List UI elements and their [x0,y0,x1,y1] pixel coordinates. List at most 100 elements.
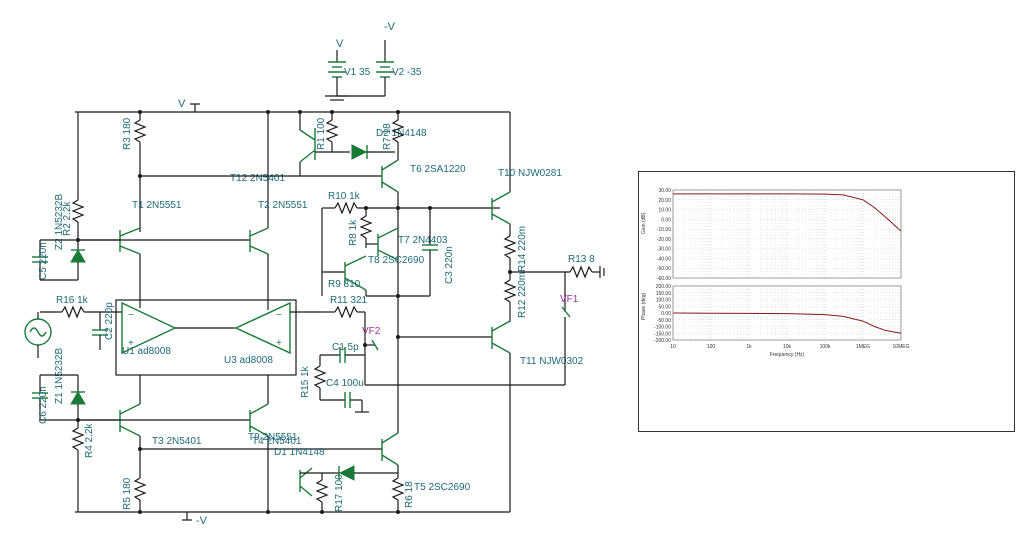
positive-rail [75,103,510,113]
c4-label: C4 100u [326,378,364,389]
r11-label: R11 321 [330,295,368,306]
t3-label: T3 2N5401 [152,436,202,447]
r2-label: R2 2.2k [62,201,73,236]
phase-tick-label: 0.00 [661,311,671,317]
d2-label: D2 1N4148 [376,128,427,139]
resistor-r2 [71,112,85,240]
gain-tick-labels: 30.0020.0010.000.00-10.00-20.00-30.00-40… [657,188,671,282]
t5-label: T5 2SC2690 [414,482,471,493]
r15-label: R15 1k [300,365,311,398]
transistor-t5 [381,300,399,478]
gain-tick-label: 0.00 [661,217,671,223]
d1-label: D1 1N4148 [274,447,325,458]
r10-label: R10 1k [328,191,361,202]
gain-panel: Gain (dB) 30.0020.0010.000.00-10.00-20.0… [641,188,902,282]
gain-tick-label: -30.00 [657,247,671,253]
v2-rail-label: -V [384,21,396,33]
resistor-r11 [320,305,365,319]
battery-v2-symbol [337,40,394,97]
t6-label: T6 2SA1220 [410,164,466,175]
resistor-r1 [325,112,339,152]
c3-label: C3 220n [444,246,455,284]
rail-label-v: V [178,98,186,110]
resistor-r4 [71,420,85,512]
t10-label: T10 NJW0281 [498,168,562,179]
x-tick-label: 10k [783,344,792,350]
r17-label: R17 100 [334,474,345,512]
t7-label: T7 2N4403 [398,235,448,246]
u1-label: U1 ad8008 [122,346,171,357]
junction-dots [76,110,512,514]
gain-tick-label: -50.00 [657,266,671,272]
phase-tick-label: -200.00 [654,338,671,344]
r12-label: R12 220m [517,272,528,318]
x-tick-label: 10MEG [893,344,910,350]
capacitor-c2 [92,312,108,350]
t4-label: T4 2N5401 [252,436,302,447]
phase-tick-label: -150.00 [654,331,671,337]
feedback-network [115,299,297,376]
phase-tick-label: 50.00 [658,304,671,310]
opamp-u1: − + [121,301,236,355]
gain-axis-label: Gain (dB) [641,212,647,234]
resistor-r6 [391,477,405,512]
phase-tick-label: 200.00 [656,284,672,290]
r14-label: R14 220m [517,226,528,272]
capacitor-c1 [320,312,366,385]
r7-label: R7 18 [382,123,393,150]
t2-label: T2 2N5551 [258,200,308,211]
gain-tick-label: 10.00 [658,208,671,214]
z2-label: Z2 1N5232B [54,194,65,250]
x-tick-label: 1k [746,344,752,350]
phase-tick-label: -100.00 [654,325,671,331]
vf1-label: VF1 [560,294,579,305]
vf2-label: VF2 [362,326,381,337]
z1-label: Z1 1N5232B [54,348,65,404]
x-tick-label: 100 [707,344,716,350]
resistor-r12 [503,272,517,322]
rail-label-neg-v: -V [196,515,208,527]
diode-d2 [351,144,395,160]
r16-label: R16 1k [56,295,89,306]
gain-tick-label: -20.00 [657,237,671,243]
v2-label: V2 -35 [392,67,422,78]
resistor-r14 [503,235,517,272]
v1-label: V1 35 [344,67,371,78]
resistor-r15 [313,355,345,401]
x-tick-label: 100k [820,344,831,350]
phase-tick-labels: 200.00150.00100.0050.000.00-50.00-100.00… [654,284,671,344]
c5-label: C5 220n [38,242,49,280]
transistor-t12 [299,112,350,176]
r6-label: R6 18 [404,481,415,508]
gain-tick-label: 30.00 [658,188,671,194]
phase-tick-label: 150.00 [656,291,672,297]
phase-grid [672,285,901,341]
negative-rail [75,511,510,521]
c6-label: C6 220n [38,386,49,424]
r3-label: R3 180 [122,117,133,150]
resistor-r8 [359,208,373,248]
r8-label: R8 1k [348,219,359,246]
resistor-r13 [510,265,605,279]
x-tick-label: 1MEG [856,344,870,350]
r1-label: R1 100 [316,117,327,150]
zener-z2 [60,240,86,281]
ac-source-icon [24,312,52,358]
gain-tick-label: -60.00 [657,276,671,282]
opamp-u3: − + [234,301,320,355]
transistor-t2 [78,112,269,310]
feedback-return [365,317,566,386]
gain-grid [672,189,901,279]
c1-label: C1 5p [332,342,359,353]
transistor-t7 [366,227,399,261]
resistor-r17 [315,473,329,512]
phase-series-line [672,312,902,334]
bode-plot: Gain (dB) 30.0020.0010.000.00-10.00-20.0… [641,188,910,358]
probe-vf1 [561,272,571,318]
capacitor-c5 [32,239,78,281]
svg-text:+: + [276,338,282,349]
transistor-t9 [78,375,269,512]
capacitor-c6 [32,374,78,421]
circuit-schematic: V -V V -V V1 35 V2 -35 R3 180 R2 2.2k [24,21,605,527]
